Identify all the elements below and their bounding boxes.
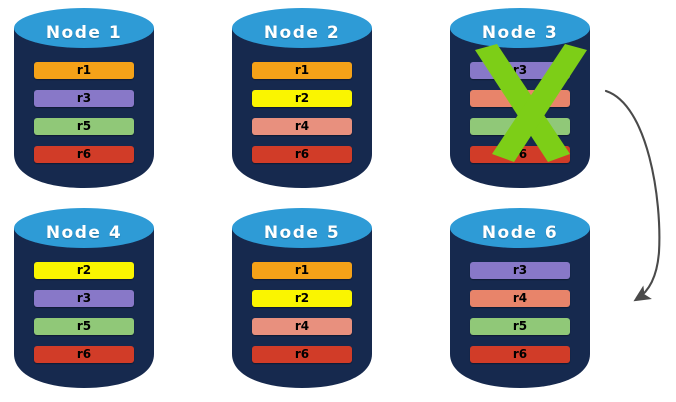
replica-row-r6[interactable]: r6 [252,146,352,163]
replica-row-list: r1 r2 r4 r6 [252,262,352,374]
replica-row-r3[interactable]: r3 [34,290,134,307]
replica-row-r5[interactable]: r5 [34,318,134,335]
cylinder-top [14,208,154,248]
replica-row-list: r1 r2 r4 r6 [252,62,352,174]
replica-row-r6[interactable]: r6 [470,346,570,363]
replica-row-r4[interactable]: r4 [470,290,570,307]
replica-row-r6[interactable]: r6 [470,146,570,163]
replica-row-r5[interactable]: r5 [34,118,134,135]
cylinder-top [450,8,590,48]
replica-row-r3[interactable]: r3 [470,62,570,79]
replica-row-r3[interactable]: r3 [34,90,134,107]
cylinder-top [450,208,590,248]
replica-row-list: r1 r3 r5 r6 [34,62,134,174]
replica-row-r2[interactable]: r2 [34,262,134,279]
replica-row-list: r2 r3 r5 r6 [34,262,134,374]
replica-row-list: r3 r4 r5 r6 [470,262,570,374]
replica-row-r4[interactable]: r4 [252,118,352,135]
replica-row-r1[interactable]: r1 [252,262,352,279]
replica-row-list: r3 r4 r5 r6 [470,62,570,174]
replica-row-r3[interactable]: r3 [470,262,570,279]
replica-row-r4[interactable]: r4 [252,318,352,335]
replica-row-r5[interactable]: r5 [470,118,570,135]
replica-row-r6[interactable]: r6 [34,346,134,363]
replica-row-r1[interactable]: r1 [252,62,352,79]
replica-row-r4[interactable]: r4 [470,90,570,107]
replica-row-r5[interactable]: r5 [470,318,570,335]
replica-row-r1[interactable]: r1 [34,62,134,79]
replica-row-r2[interactable]: r2 [252,90,352,107]
replica-row-r2[interactable]: r2 [252,290,352,307]
replica-row-r6[interactable]: r6 [252,346,352,363]
cylinder-top [232,8,372,48]
replica-row-r6[interactable]: r6 [34,146,134,163]
cylinder-top [232,208,372,248]
cylinder-top [14,8,154,48]
